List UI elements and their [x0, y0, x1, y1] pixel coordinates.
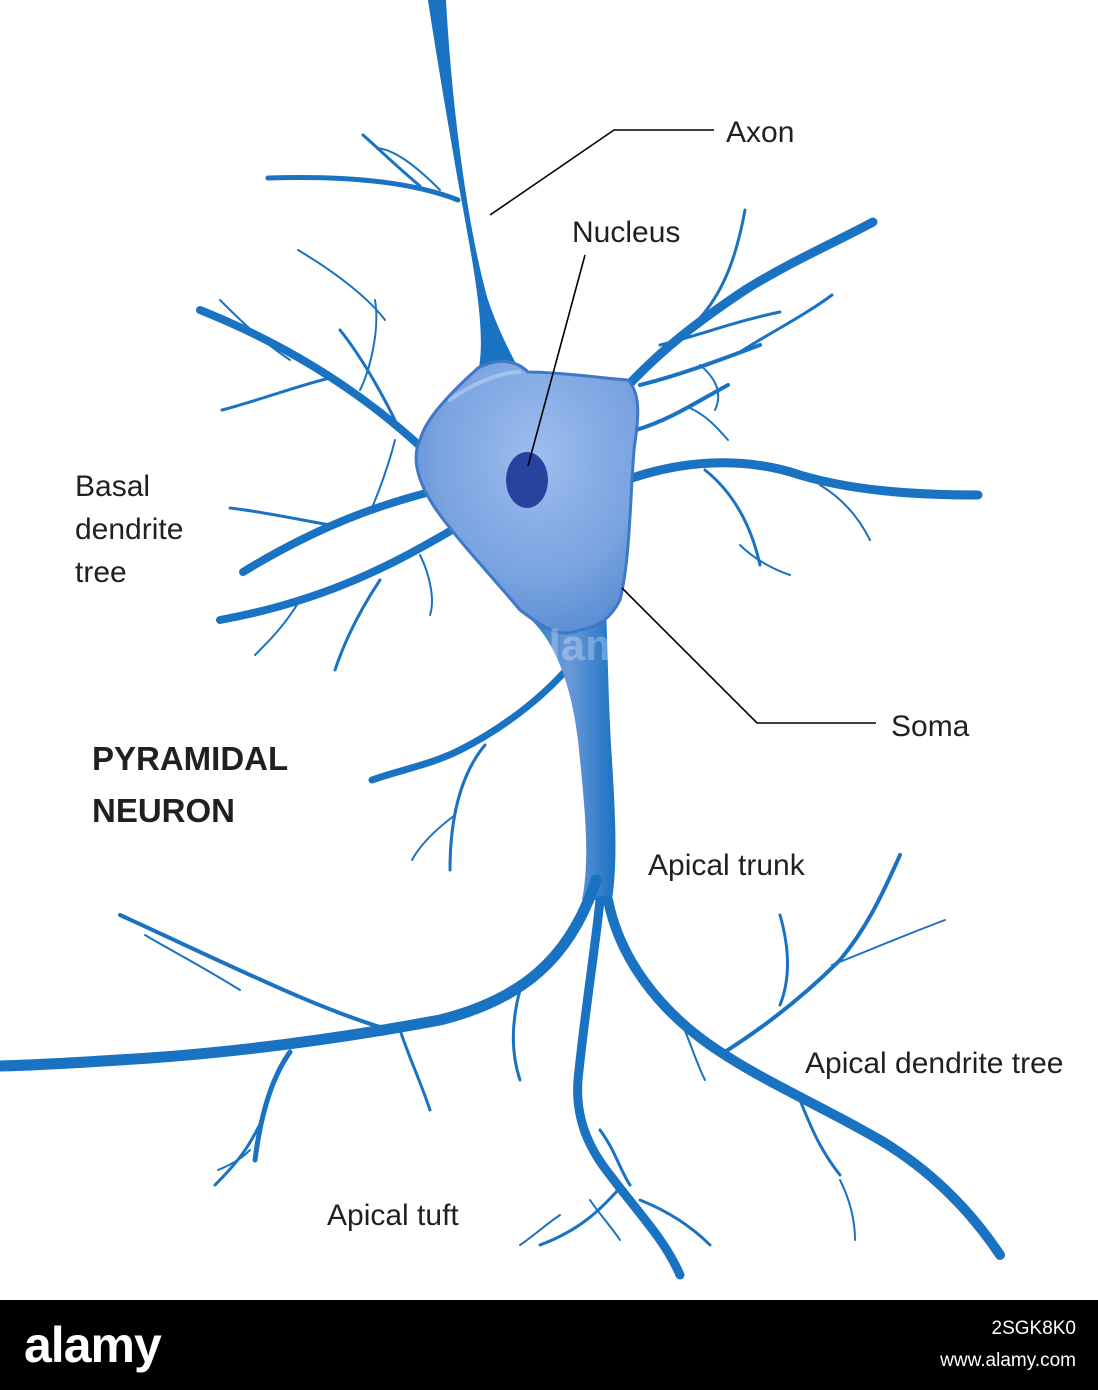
nucleus-label: Nucleus [572, 216, 680, 249]
basal-label-line-1: Basal [75, 470, 150, 503]
diagram-title-line-2: NEURON [92, 792, 235, 829]
basal-label-line-3: tree [75, 556, 127, 589]
diagram-stage: Axon Nucleus Basal dendrite tree Soma PY… [0, 0, 1064, 1280]
nucleus-leader-line [527, 254, 586, 467]
neuron-diagram: Axon Nucleus Basal dendrite tree Soma PY… [0, 0, 1064, 1280]
leader-lines [489, 129, 876, 724]
image-id: 2SGK8K0 [991, 1318, 1077, 1339]
axon-branches [265, 133, 461, 203]
axon-leader-line [489, 129, 714, 216]
soma-label: Soma [891, 710, 970, 743]
basal-dendrites [196, 249, 572, 872]
nucleus-shape [506, 452, 548, 508]
site-url: www.alamy.com [940, 1350, 1076, 1371]
watermark-footer: alamy 2SGK8K0 www.alamy.com [0, 1300, 1098, 1390]
axon-label: Axon [726, 116, 794, 149]
watermark-center: alamy [524, 621, 649, 670]
upper-right-dendrites [617, 208, 878, 441]
apical-dendrite-tree-label: Apical dendrite tree [805, 1047, 1064, 1080]
right-middle-dendrites [627, 458, 983, 576]
apical-tuft-label: Apical tuft [327, 1199, 459, 1232]
apical-trunk-label: Apical trunk [648, 849, 806, 882]
apical-tree [0, 853, 1005, 1280]
apical-trunk-shape [522, 612, 616, 900]
soma-leader-line [621, 587, 876, 724]
diagram-title-line-1: PYRAMIDAL [92, 740, 288, 777]
basal-label-line-2: dendrite [75, 513, 183, 546]
alamy-logo: alamy [24, 1317, 162, 1373]
axon-shape [428, 0, 520, 372]
